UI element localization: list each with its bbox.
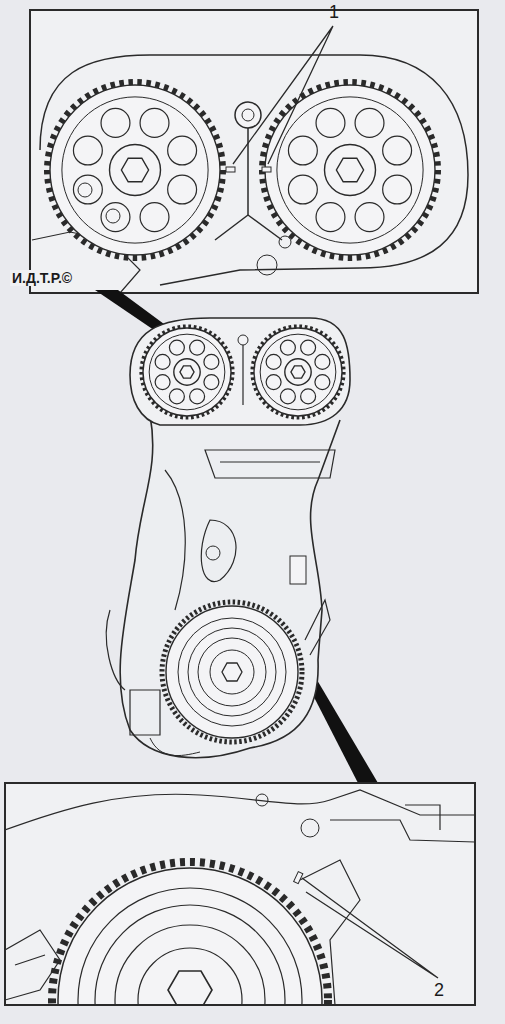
callout-number: 1 [327,2,341,22]
crankshaft-inset [5,783,475,1024]
camshaft-inset [30,10,478,293]
camshaft-gear [252,326,344,418]
camshaft-gear [141,326,233,418]
intake-camshaft-gear [262,82,438,258]
copyright-mark: И.Д.Т.Р.© [10,270,74,286]
exhaust-camshaft-gear [47,82,223,258]
leader-line [302,878,438,978]
engine-view [106,318,350,758]
callout-number: 2 [432,980,446,1000]
leader-line [233,26,333,164]
